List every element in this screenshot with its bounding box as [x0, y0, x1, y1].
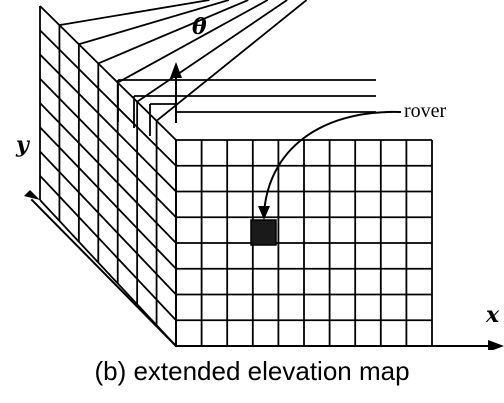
theta-layer-diagonal	[156, 0, 308, 122]
left-grid-horizontal-line	[39, 78, 177, 218]
y-axis-label: y	[15, 132, 31, 158]
rover-pointer-arrow	[262, 110, 402, 216]
left-grid-horizontal-line	[39, 150, 177, 296]
figure-caption: (b) extended elevation map	[94, 356, 410, 386]
left-side-grid	[39, 5, 177, 347]
theta-layer-diagonal	[78, 0, 230, 46]
front-face-grid	[175, 139, 433, 347]
rover-pointer-arrowhead	[258, 206, 270, 220]
left-grid-horizontal-line	[39, 29, 177, 167]
theta-layer-diagonal	[97, 0, 249, 65]
theta-label: θ	[192, 14, 207, 40]
rover-cell	[250, 219, 277, 246]
left-grid-horizontal-line	[39, 175, 177, 321]
left-grid-horizontal-line	[39, 126, 177, 270]
left-grid-horizontal-line	[39, 5, 177, 141]
elevation-map-figure: θ rover y x	[15, 0, 504, 352]
y-arrowhead	[24, 190, 40, 200]
left-grid-horizontal-line	[39, 102, 177, 244]
x-arrowhead	[488, 340, 504, 352]
rover-label: rover	[404, 100, 447, 122]
theta-layer-diagonal	[59, 0, 210, 27]
left-grid-horizontal-line	[39, 53, 177, 193]
theta-layer-diagonal	[117, 0, 269, 84]
theta-arrowhead	[170, 62, 182, 78]
x-axis-label: x	[485, 302, 500, 328]
theta-layer-diagonal	[136, 0, 288, 103]
y-axis-arrow	[30, 198, 178, 348]
theta-layer-lines	[59, 0, 376, 136]
